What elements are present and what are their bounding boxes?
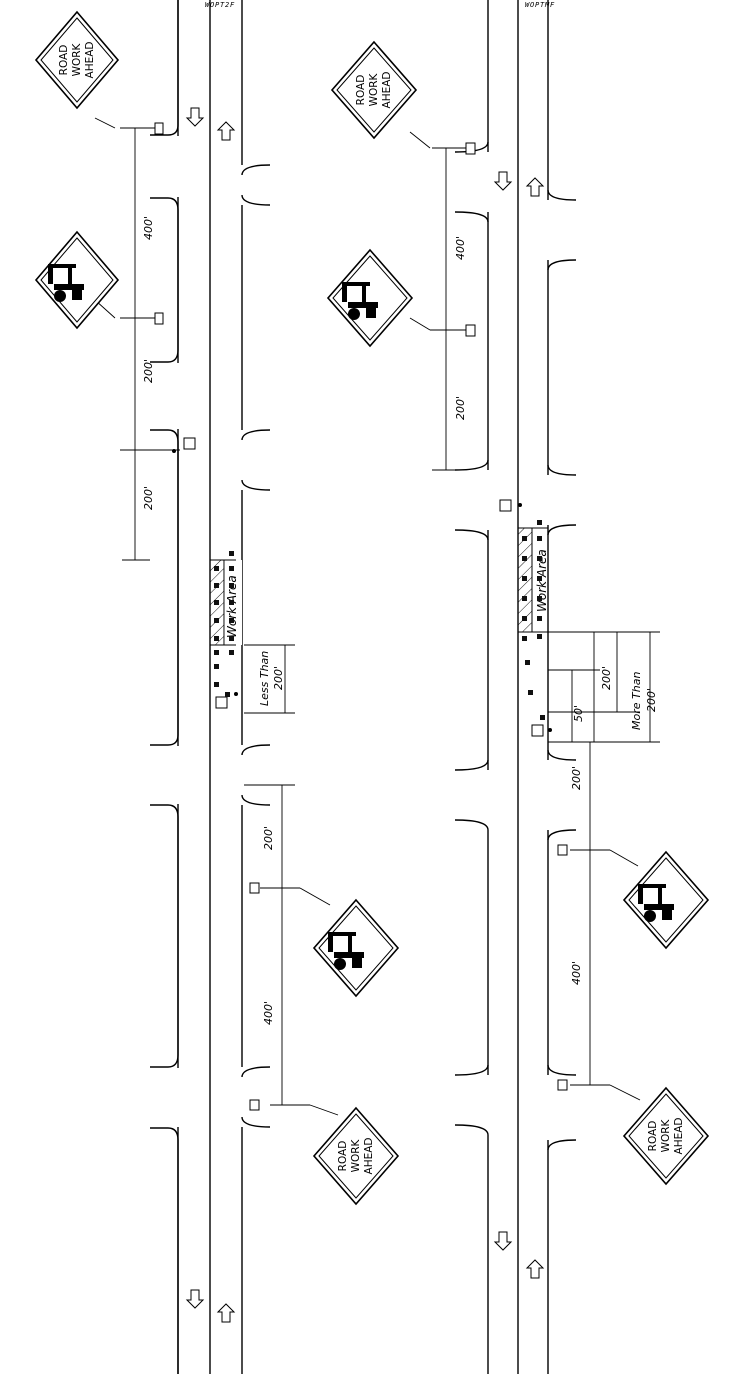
traffic-cone-icon — [522, 520, 545, 720]
road-work-ahead-sign: ROAD WORK AHEAD — [312, 1106, 400, 1206]
svg-text:200': 200' — [262, 826, 275, 850]
svg-text:Less Than: Less Than — [258, 651, 271, 706]
svg-text:W: W — [525, 1, 530, 9]
svg-text:More Than: More Than — [630, 672, 643, 730]
lane-arrow-down-icon — [185, 107, 205, 1309]
svg-text:W: W — [205, 1, 210, 9]
dim-400-label: 400' — [142, 216, 155, 240]
sign-stand-icon — [557, 844, 568, 1091]
flagger-ahead-sign — [622, 850, 710, 950]
flagger-ahead-sign — [34, 230, 120, 330]
road-work-ahead-sign: ROAD WORK AHEAD — [330, 40, 418, 140]
dim-200-label: 200' — [142, 359, 155, 383]
diagram-left: 400' 200' 200' ROAD WORK AHEAD — [34, 0, 400, 1374]
svg-text:T: T — [220, 1, 225, 9]
sign-stand-icon — [465, 142, 476, 337]
svg-text:400': 400' — [262, 1001, 275, 1025]
svg-text:WORK: WORK — [660, 1118, 672, 1152]
svg-text:200': 200' — [600, 666, 613, 690]
svg-text:50': 50' — [572, 705, 585, 722]
sign-stand-icon — [249, 882, 260, 1111]
sign-stand-icon — [154, 122, 164, 325]
svg-text:Work Area: Work Area — [225, 575, 239, 638]
svg-text:WORK: WORK — [350, 1138, 362, 1172]
svg-text:400': 400' — [454, 236, 467, 260]
svg-text:F: F — [230, 1, 235, 9]
svg-text:WORK: WORK — [71, 42, 83, 76]
svg-text:M: M — [544, 1, 550, 9]
road-work-ahead-sign: ROAD WORK AHEAD — [34, 10, 120, 110]
svg-text:AHEAD: AHEAD — [381, 72, 393, 109]
lane-arrow-up-icon — [216, 121, 236, 1323]
svg-text:F: F — [550, 1, 555, 9]
svg-text:2: 2 — [225, 1, 229, 9]
svg-text:AHEAD: AHEAD — [363, 1138, 375, 1175]
svg-text:200': 200' — [570, 766, 583, 790]
flagger-ahead-sign — [312, 898, 400, 998]
lane-arrow-up-icon — [525, 177, 545, 1279]
svg-text:T: T — [540, 1, 545, 9]
svg-text:400': 400' — [570, 961, 583, 985]
svg-text:P: P — [215, 1, 220, 9]
svg-text:AHEAD: AHEAD — [84, 42, 96, 79]
flagger-station-icon — [172, 437, 238, 709]
flagger-station-icon — [499, 499, 552, 737]
top-notes-right: W O P T M F — [525, 1, 555, 9]
svg-text:ROAD: ROAD — [337, 1141, 349, 1172]
svg-text:P: P — [535, 1, 540, 9]
top-notes-left: W O P T 2 F — [205, 1, 235, 9]
dim-200-label: 200' — [142, 486, 155, 510]
svg-text:ROAD: ROAD — [58, 45, 70, 76]
svg-text:O: O — [210, 1, 214, 9]
svg-text:ROAD: ROAD — [647, 1121, 659, 1152]
svg-text:WORK: WORK — [368, 72, 380, 106]
svg-text:200': 200' — [272, 666, 285, 690]
svg-text:O: O — [530, 1, 534, 9]
svg-text:AHEAD: AHEAD — [673, 1118, 685, 1155]
road-work-ahead-sign: ROAD WORK AHEAD — [622, 1086, 710, 1186]
traffic-cone-icon — [214, 551, 234, 697]
svg-text:200': 200' — [645, 688, 658, 712]
lane-arrow-down-icon — [493, 171, 513, 1251]
flagger-ahead-sign — [326, 248, 414, 348]
svg-text:ROAD: ROAD — [355, 75, 367, 106]
svg-text:200': 200' — [454, 396, 467, 420]
diagram-right: 400' 200' ROAD WORK AHEAD — [326, 0, 710, 1374]
